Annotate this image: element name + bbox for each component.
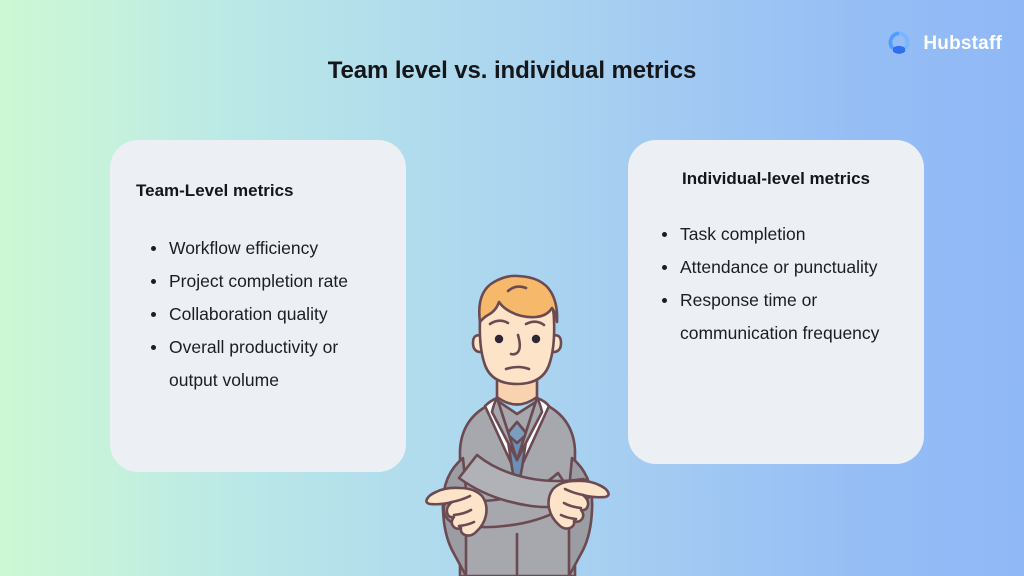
individual-level-metric-list: Task completion Attendance or punctualit… <box>661 218 905 350</box>
list-item: Project completion rate <box>150 265 386 298</box>
illustration-man-pointing-both-ways <box>386 262 648 576</box>
team-level-metric-list: Workflow efficiency Project completion r… <box>150 232 386 397</box>
page-title: Team level vs. individual metrics <box>327 57 697 84</box>
hubstaff-logo: Hubstaff <box>884 28 1002 58</box>
card-title-team-level: Team-Level metrics <box>136 181 294 200</box>
hubstaff-logo-mark-icon <box>884 28 914 58</box>
list-item: Overall productivity or output volume <box>150 331 386 397</box>
hubstaff-wordmark: Hubstaff <box>923 32 1002 54</box>
card-individual-level-metrics: Individual-level metrics Task completion… <box>628 140 924 464</box>
list-item: Response time or communication frequency <box>661 284 905 350</box>
list-item: Workflow efficiency <box>150 232 386 265</box>
card-team-level-metrics: Team-Level metrics Workflow efficiency P… <box>110 140 406 472</box>
card-title-individual-level: Individual-level metrics <box>681 169 870 188</box>
list-item: Collaboration quality <box>150 298 386 331</box>
list-item: Task completion <box>661 218 905 251</box>
list-item: Attendance or punctuality <box>661 251 905 284</box>
